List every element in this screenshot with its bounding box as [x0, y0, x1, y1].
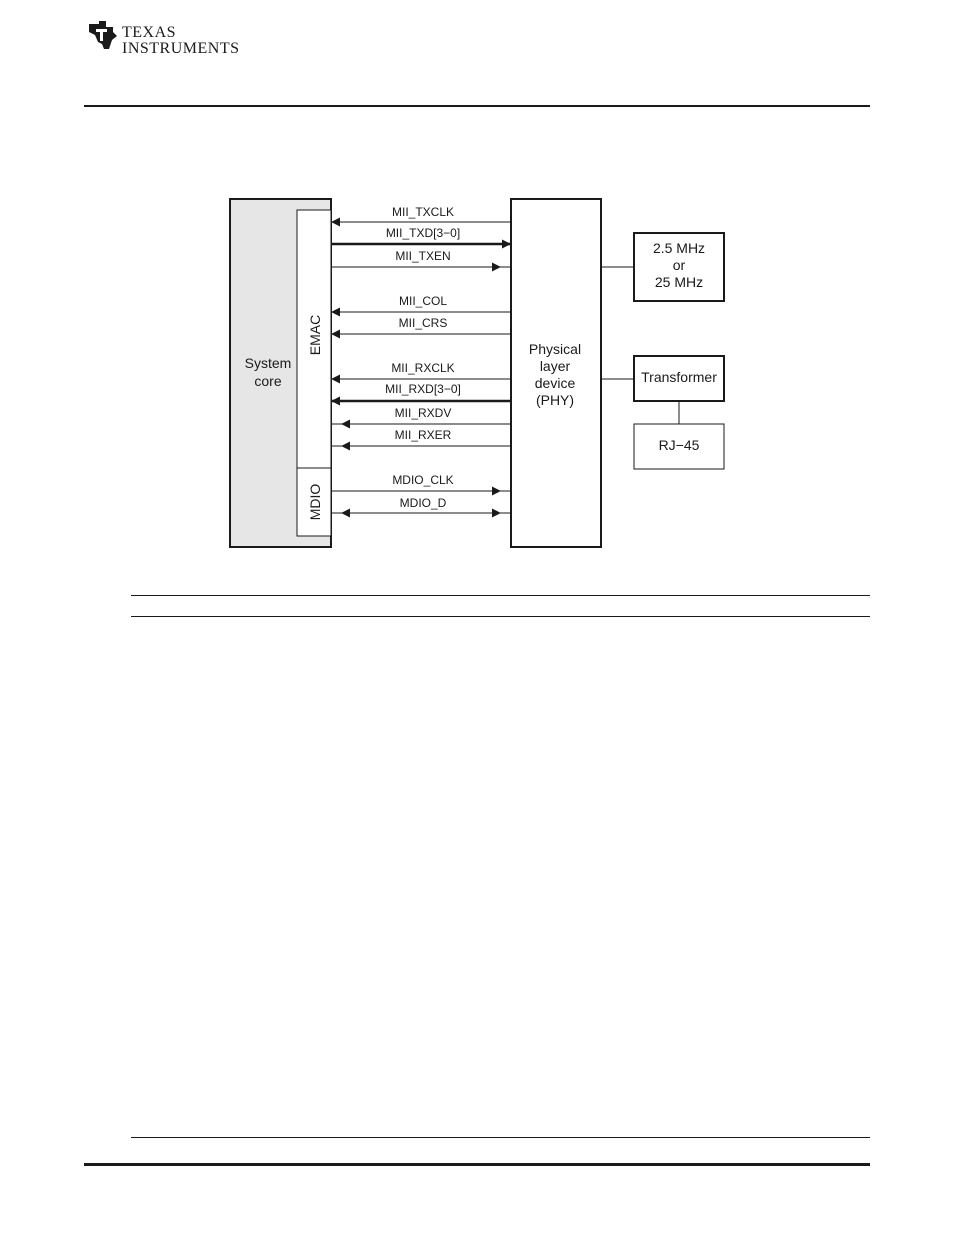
signal-rxdv: MII_RXDV [331, 406, 511, 429]
signal-rxer: MII_RXER [331, 428, 511, 451]
clock-label-1: 2.5 MHz [653, 240, 705, 256]
rj45-label: RJ−45 [659, 437, 700, 453]
signal-rxclk: MII_RXCLK [331, 361, 511, 384]
signal-label: MII_RXDV [395, 406, 452, 420]
table-bottom-rule [131, 1137, 870, 1138]
table-header-rule [131, 616, 870, 617]
table-top-rule [131, 595, 870, 596]
signal-label: MII_TXEN [395, 249, 450, 263]
signal-txclk: MII_TXCLK [331, 205, 511, 227]
emac-label: EMAC [307, 315, 323, 355]
mii-interface-diagram: System core EMAC MDIO Physical layer dev… [229, 198, 725, 548]
signal-label: MII_COL [399, 294, 447, 308]
signal-col: MII_COL [331, 294, 511, 317]
transformer-label: Transformer [641, 369, 717, 385]
signal-label: MII_TXD[3−0] [386, 226, 460, 240]
header-rule [84, 105, 870, 107]
signal-txen: MII_TXEN [331, 249, 511, 272]
logo-text-instruments: INSTRUMENTS [122, 40, 240, 57]
phy-label-1: Physical [529, 341, 581, 357]
signal-crs: MII_CRS [331, 316, 511, 339]
system-core-label-1: System [245, 355, 292, 371]
clock-label-2: or [673, 257, 686, 273]
signal-txd: MII_TXD[3−0] [331, 226, 511, 249]
ti-logo: TEXAS INSTRUMENTS [86, 18, 239, 58]
signal-label: MII_RXER [395, 428, 452, 442]
mdio-block [296, 467, 332, 537]
rj45-block [633, 423, 725, 470]
phy-block [510, 198, 602, 548]
signal-label: MII_RXD[3−0] [385, 382, 461, 396]
signal-label: MDIO_CLK [392, 473, 453, 487]
signal-label: MII_TXCLK [392, 205, 454, 219]
signal-rxd: MII_RXD[3−0] [331, 382, 511, 406]
mdio-label: MDIO [307, 484, 323, 521]
clock-label-3: 25 MHz [655, 274, 703, 290]
signal-mdio-d: MDIO_D [331, 496, 511, 518]
signal-label: MDIO_D [400, 496, 447, 510]
phy-label-3: device [535, 375, 576, 391]
system-core-label-2: core [254, 373, 281, 389]
logo-text-texas: TEXAS [122, 24, 177, 41]
signal-mdio-clk: MDIO_CLK [331, 473, 511, 496]
footer-rule [84, 1163, 870, 1166]
signal-label: MII_CRS [399, 316, 448, 330]
signal-label: MII_RXCLK [391, 361, 454, 375]
emac-block [296, 209, 332, 469]
phy-label-4: (PHY) [536, 392, 574, 408]
phy-label-2: layer [540, 358, 571, 374]
ti-logo-icon [89, 21, 117, 49]
